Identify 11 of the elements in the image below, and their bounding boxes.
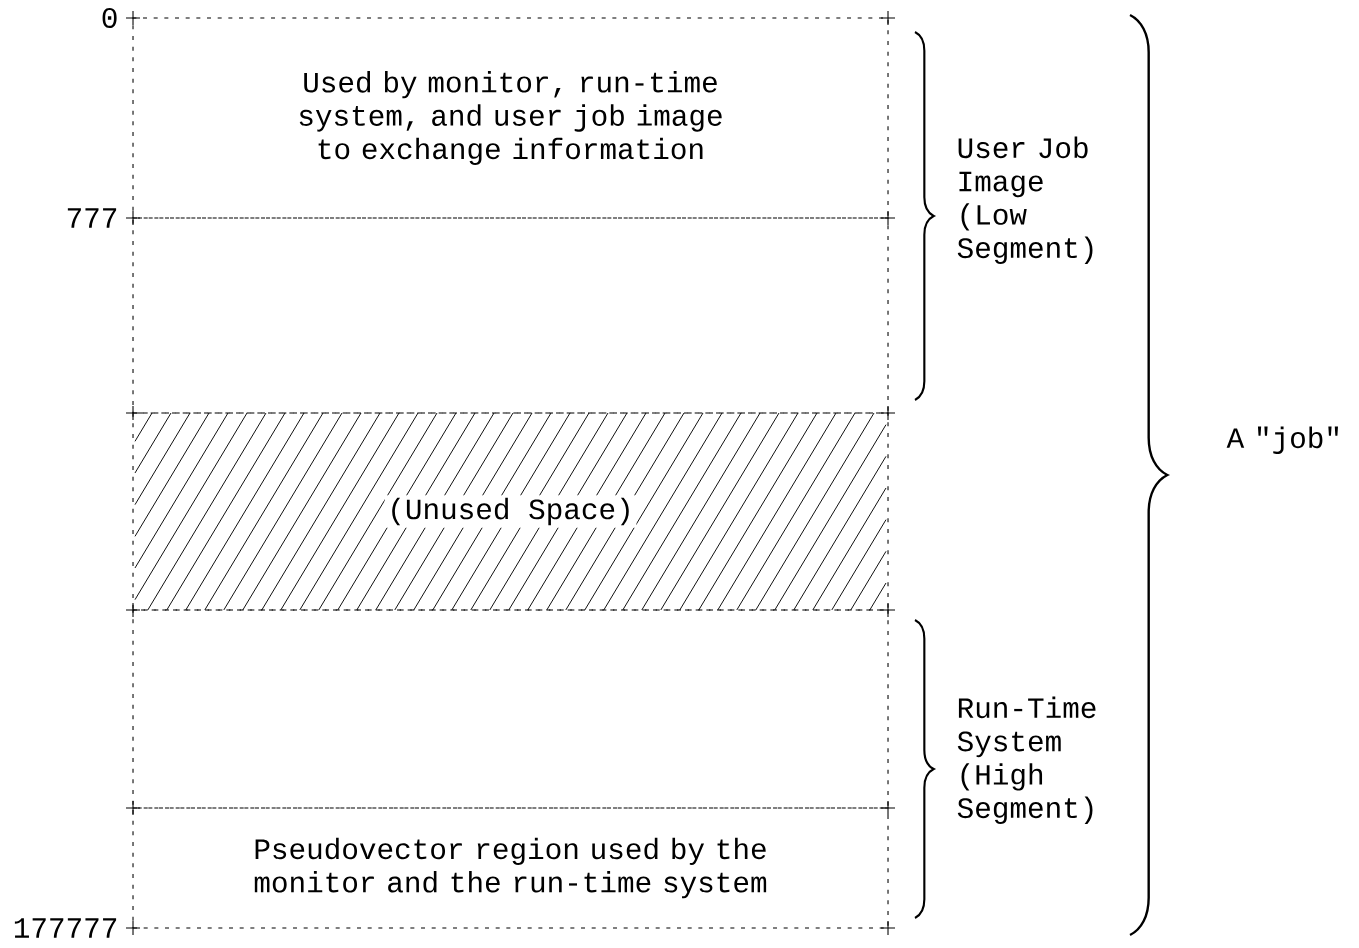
hatched-region: (Unused Space) bbox=[132, 412, 889, 611]
address-label: 0 bbox=[102, 8, 117, 28]
segment-label: Run-Time System (High Segment) bbox=[957, 696, 1096, 824]
job-label: A "job" bbox=[1226, 426, 1338, 454]
address-label: 777 bbox=[67, 208, 117, 228]
memory-region: Used by monitor, run-time system, and user job image to exchange information bbox=[132, 17, 889, 219]
segment-label: User Job Image (Low Segment) bbox=[957, 136, 1093, 264]
memory-region bbox=[132, 217, 889, 414]
memory-region bbox=[132, 609, 889, 809]
address-label: 177777 bbox=[14, 918, 117, 938]
memory-region: Pseudovector region used by the monitor and the run-time system bbox=[132, 807, 889, 929]
